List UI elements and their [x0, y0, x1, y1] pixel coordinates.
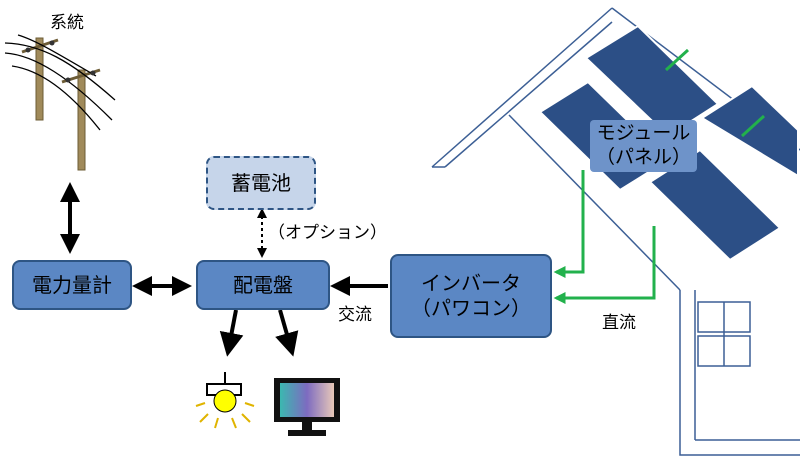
tv-monitor-icon: [274, 378, 340, 436]
module-label-box: モジュール （パネル）: [590, 120, 698, 172]
power-meter-label: 電力量計: [32, 272, 112, 297]
panelboard-box: 配電盤: [196, 260, 330, 310]
inverter-box: インバータ （パワコン）: [390, 254, 552, 338]
grid-label: 系統: [50, 13, 84, 33]
power-meter-box: 電力量計: [12, 260, 132, 310]
house-outline: [431, 7, 800, 456]
battery-box: 蓄電池: [206, 156, 316, 210]
inverter-label: インバータ: [421, 271, 521, 295]
module-sublabel: （パネル）: [596, 145, 692, 168]
option-label: （オプション）: [268, 223, 387, 243]
dc-label: 直流: [602, 313, 636, 333]
connection-arrows: [60, 182, 388, 357]
module-label: モジュール: [596, 122, 691, 144]
dc-wiring: [553, 48, 766, 304]
ac-label: 交流: [338, 305, 372, 325]
battery-label: 蓄電池: [231, 170, 291, 195]
panelboard-label: 配電盤: [233, 272, 293, 297]
utility-pole-icon: [4, 34, 116, 171]
ceiling-lamp-icon: [195, 372, 255, 429]
inverter-sublabel: （パワコン）: [411, 296, 531, 320]
